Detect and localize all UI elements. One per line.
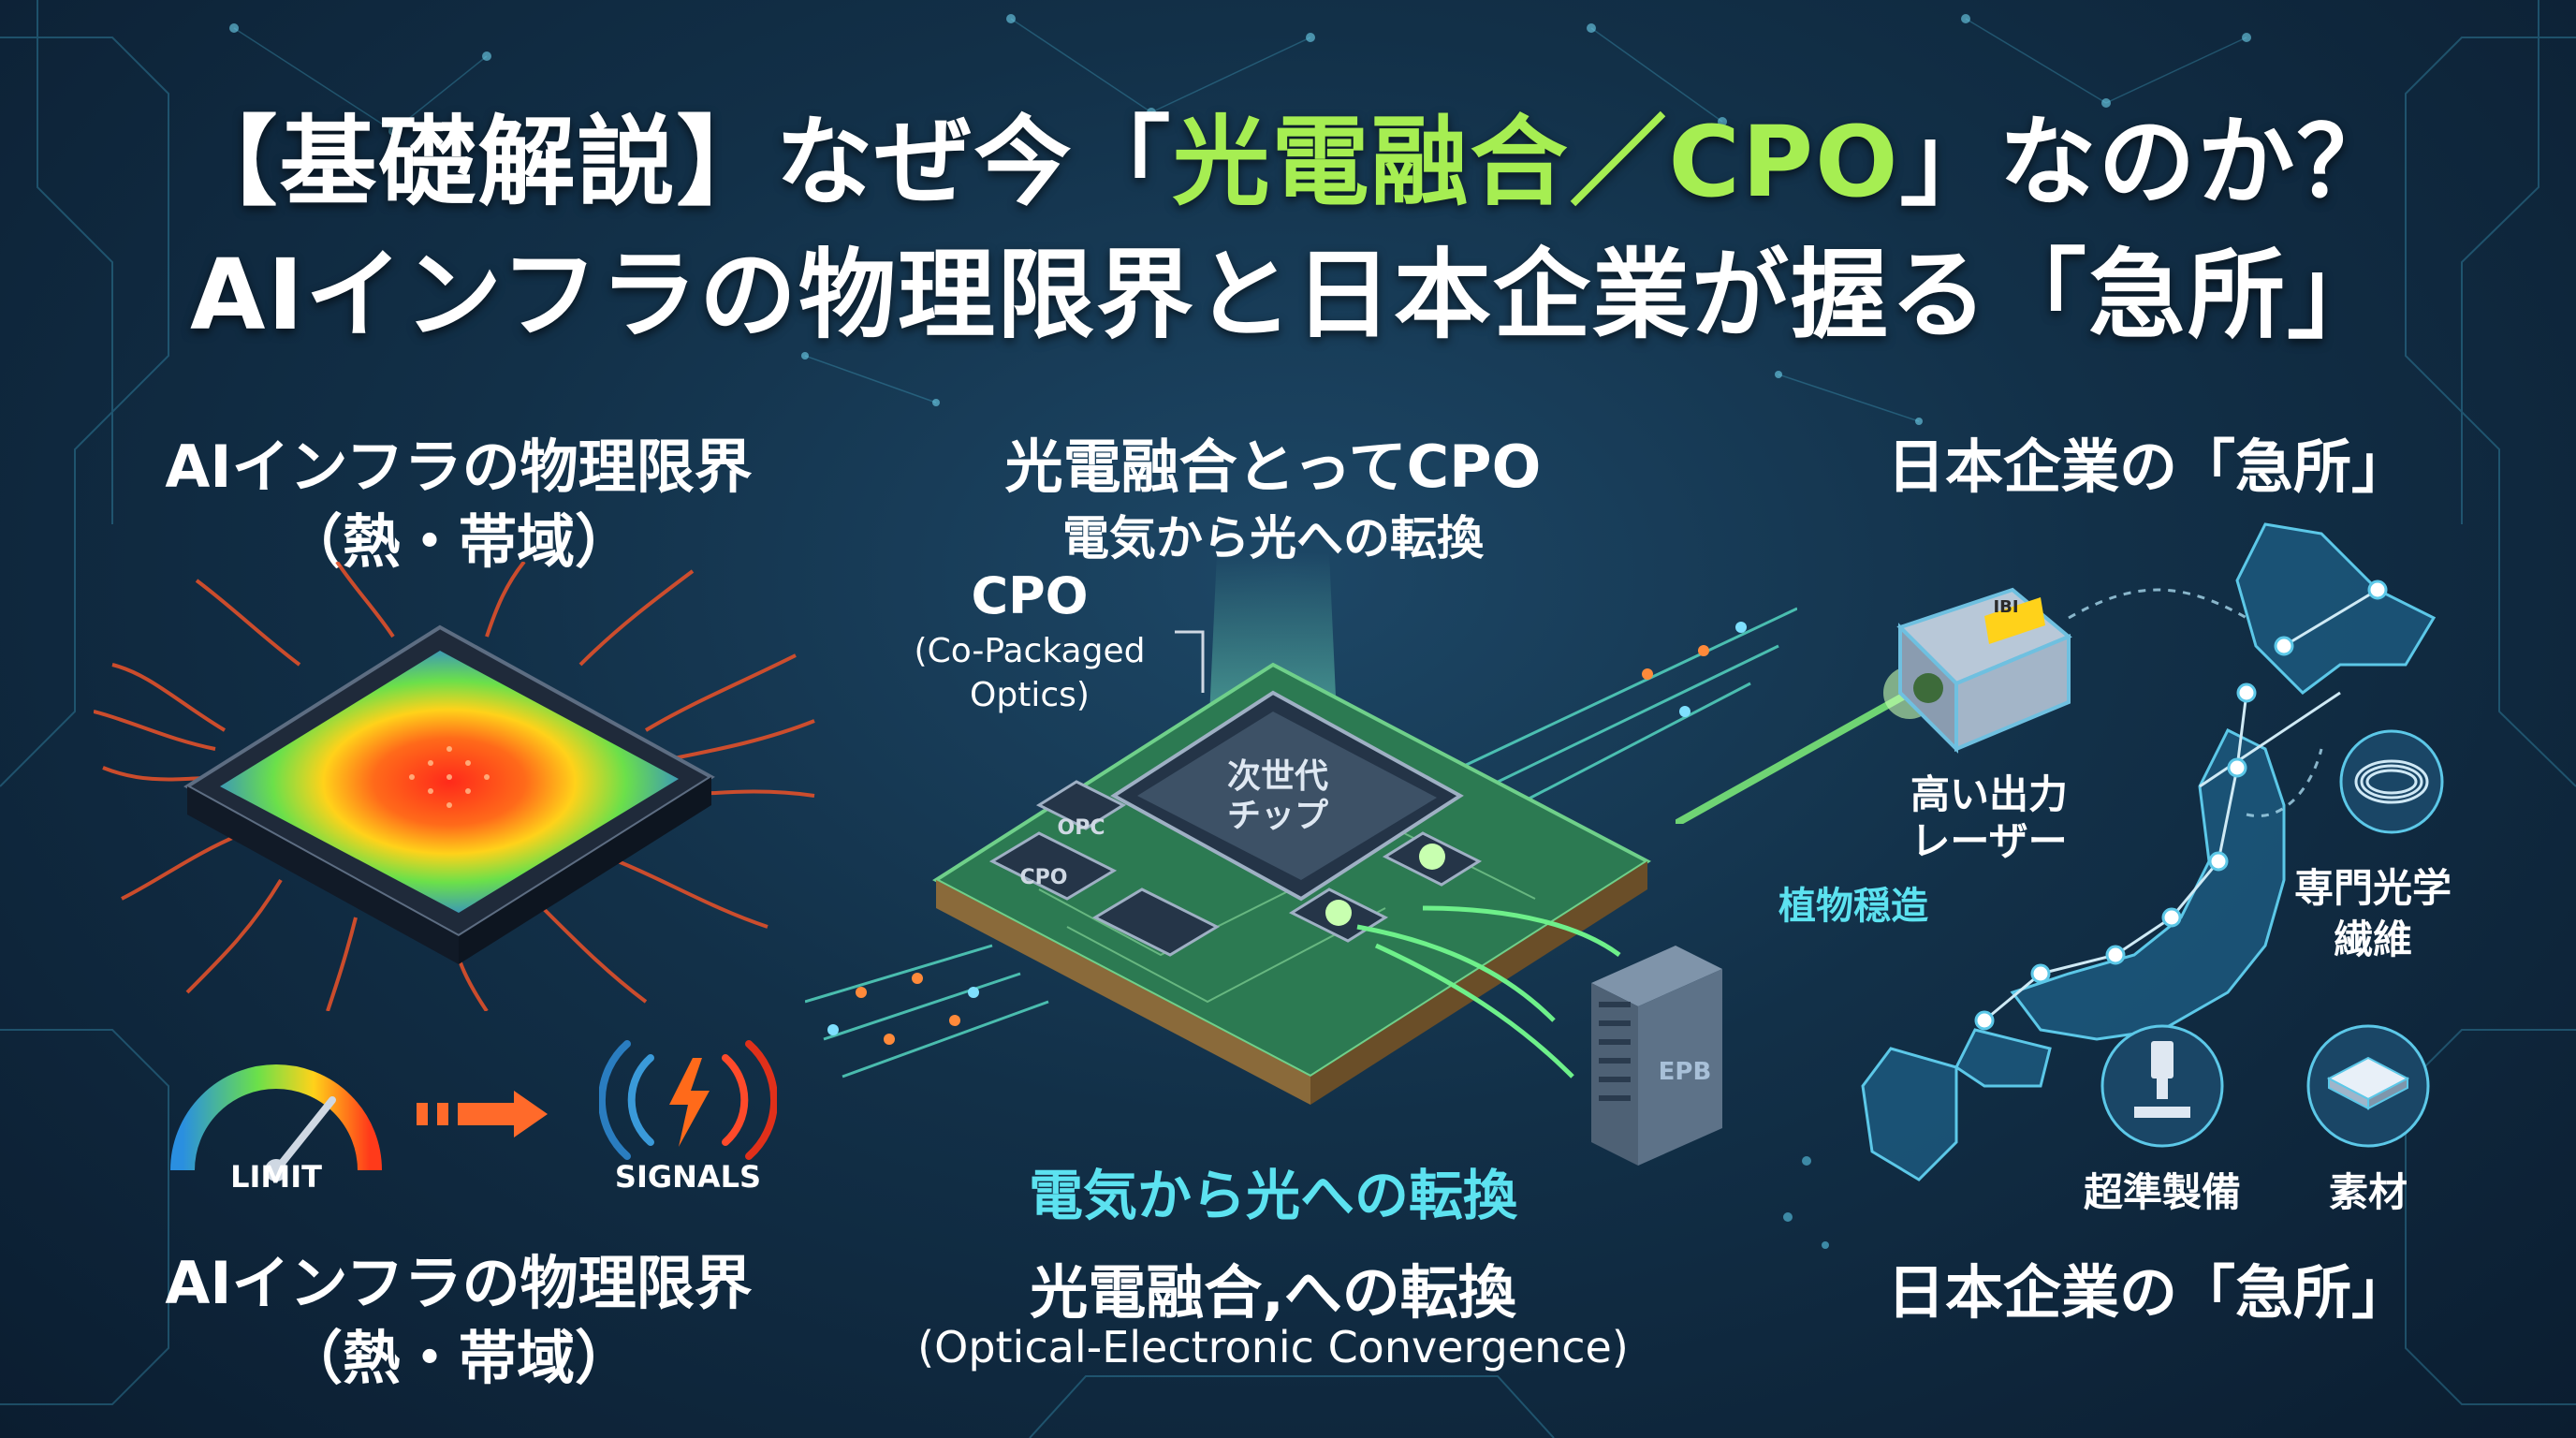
page-title-line1: 【基礎解説】なぜ今「光電融合／CPO」なのか？ [0, 82, 2576, 224]
fiber-label-line1: 専門光学 [2293, 865, 2452, 911]
chip-label-line1: 次世代 [1226, 757, 1328, 796]
arrow-icon [417, 1091, 548, 1137]
gauge-label: LIMIT [230, 1159, 322, 1195]
chip-label-line2: チップ [1226, 797, 1328, 835]
left-footer-sub: （熱・帯域） [284, 1324, 633, 1392]
plant-label: 植物穏造 [1778, 885, 1928, 928]
center-heading: 光電融合とってCPO [1004, 433, 1542, 501]
cpo-full-line2: Optics) [970, 676, 1090, 714]
microscope-icon [2100, 1024, 2224, 1148]
right-footer: 日本企業の「急所」 [1886, 1258, 2409, 1327]
small-chip-label-2: CPO [1019, 866, 1068, 889]
center-footer: 光電融合,への転換 [1030, 1258, 1516, 1327]
optical-fiber-icon [2339, 729, 2444, 834]
laser-label-line2: レーザー [1910, 818, 2068, 864]
left-heading-sub: （熱・帯域） [284, 507, 633, 576]
material-label: 素材 [2328, 1169, 2408, 1215]
small-chip-label-1: OPC [1057, 816, 1105, 840]
fiber-label-line2: 繊維 [2333, 917, 2412, 962]
left-footer: AIインフラの物理限界 [165, 1249, 753, 1317]
laser-icon [1676, 587, 2072, 824]
hot-cpu-illustration [94, 562, 815, 1011]
japan-map-illustration [1783, 522, 2437, 1249]
right-heading: 日本企業の「急所」 [1886, 433, 2409, 501]
cpo-label: CPO [971, 566, 1089, 625]
material-icon [2306, 1024, 2430, 1148]
laser-tag: IBI [1993, 597, 2019, 617]
signal-label: SIGNALS [614, 1159, 762, 1195]
cpo-package-illustration [805, 552, 1797, 1105]
page-title-line2: AIインフラの物理限界と日本企業が握る「急所」 [189, 238, 2387, 352]
title-suffix: 」なのか？ [1899, 105, 2396, 219]
limit-gauge-icon [170, 1064, 382, 1181]
laser-label-line1: 高い出力 [1910, 771, 2068, 817]
title-prefix: 【基礎解説】なぜ今「 [180, 105, 1173, 219]
title-highlight: 光電融合／CPO [1172, 105, 1900, 219]
center-footer-sub: (Optical-Electronic Convergence) [917, 1322, 1629, 1372]
server-rack-icon [1591, 946, 1722, 1166]
signal-icon [599, 1040, 777, 1160]
manufacturing-label: 超準製備 [2083, 1169, 2241, 1215]
left-heading: AIインフラの物理限界 [165, 433, 753, 501]
center-caption: 電気から光への転換 [1028, 1164, 1517, 1227]
cpo-full-line1: (Co-Packaged [914, 632, 1146, 670]
server-label: EPB [1658, 1058, 1712, 1086]
